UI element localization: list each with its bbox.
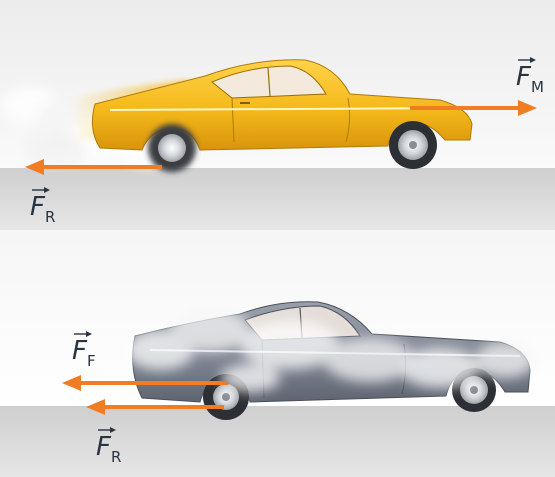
window-pillar — [267, 67, 271, 97]
label-resistance-top-subscript: R — [45, 208, 55, 226]
smoke-cloud-bottom — [126, 308, 535, 392]
bottom-road — [0, 406, 555, 477]
label-friction-subscript: F — [87, 352, 96, 370]
top-road — [0, 168, 555, 230]
force-arrow-resistance-bottom — [86, 399, 224, 415]
label-resistance-bottom-letter: F — [96, 432, 112, 462]
top-panel: F M F R — [0, 0, 555, 230]
front-wheel-top — [389, 121, 437, 169]
chrome-stripe — [109, 107, 466, 111]
label-force-resistance-bottom: F R — [96, 427, 121, 466]
label-motor-subscript: M — [531, 78, 544, 96]
label-motor-letter: F — [516, 62, 532, 92]
force-arrow-motor — [410, 100, 537, 116]
rear-wheel-top — [148, 124, 196, 172]
yellow-car — [70, 59, 473, 172]
label-force-resistance-top: F R — [30, 187, 55, 226]
label-force-motor: F M — [516, 57, 544, 96]
label-resistance-bottom-subscript: R — [111, 448, 121, 466]
door-line — [231, 97, 235, 143]
bottom-panel: F F F R — [0, 230, 555, 477]
force-arrow-resistance-top — [25, 159, 162, 175]
door-handle — [240, 102, 250, 104]
force-arrow-friction — [62, 375, 228, 391]
label-resistance-top-letter: F — [30, 192, 46, 222]
label-force-friction: F F — [72, 331, 96, 370]
label-friction-letter: F — [72, 336, 88, 366]
door-line-rear — [345, 97, 351, 143]
